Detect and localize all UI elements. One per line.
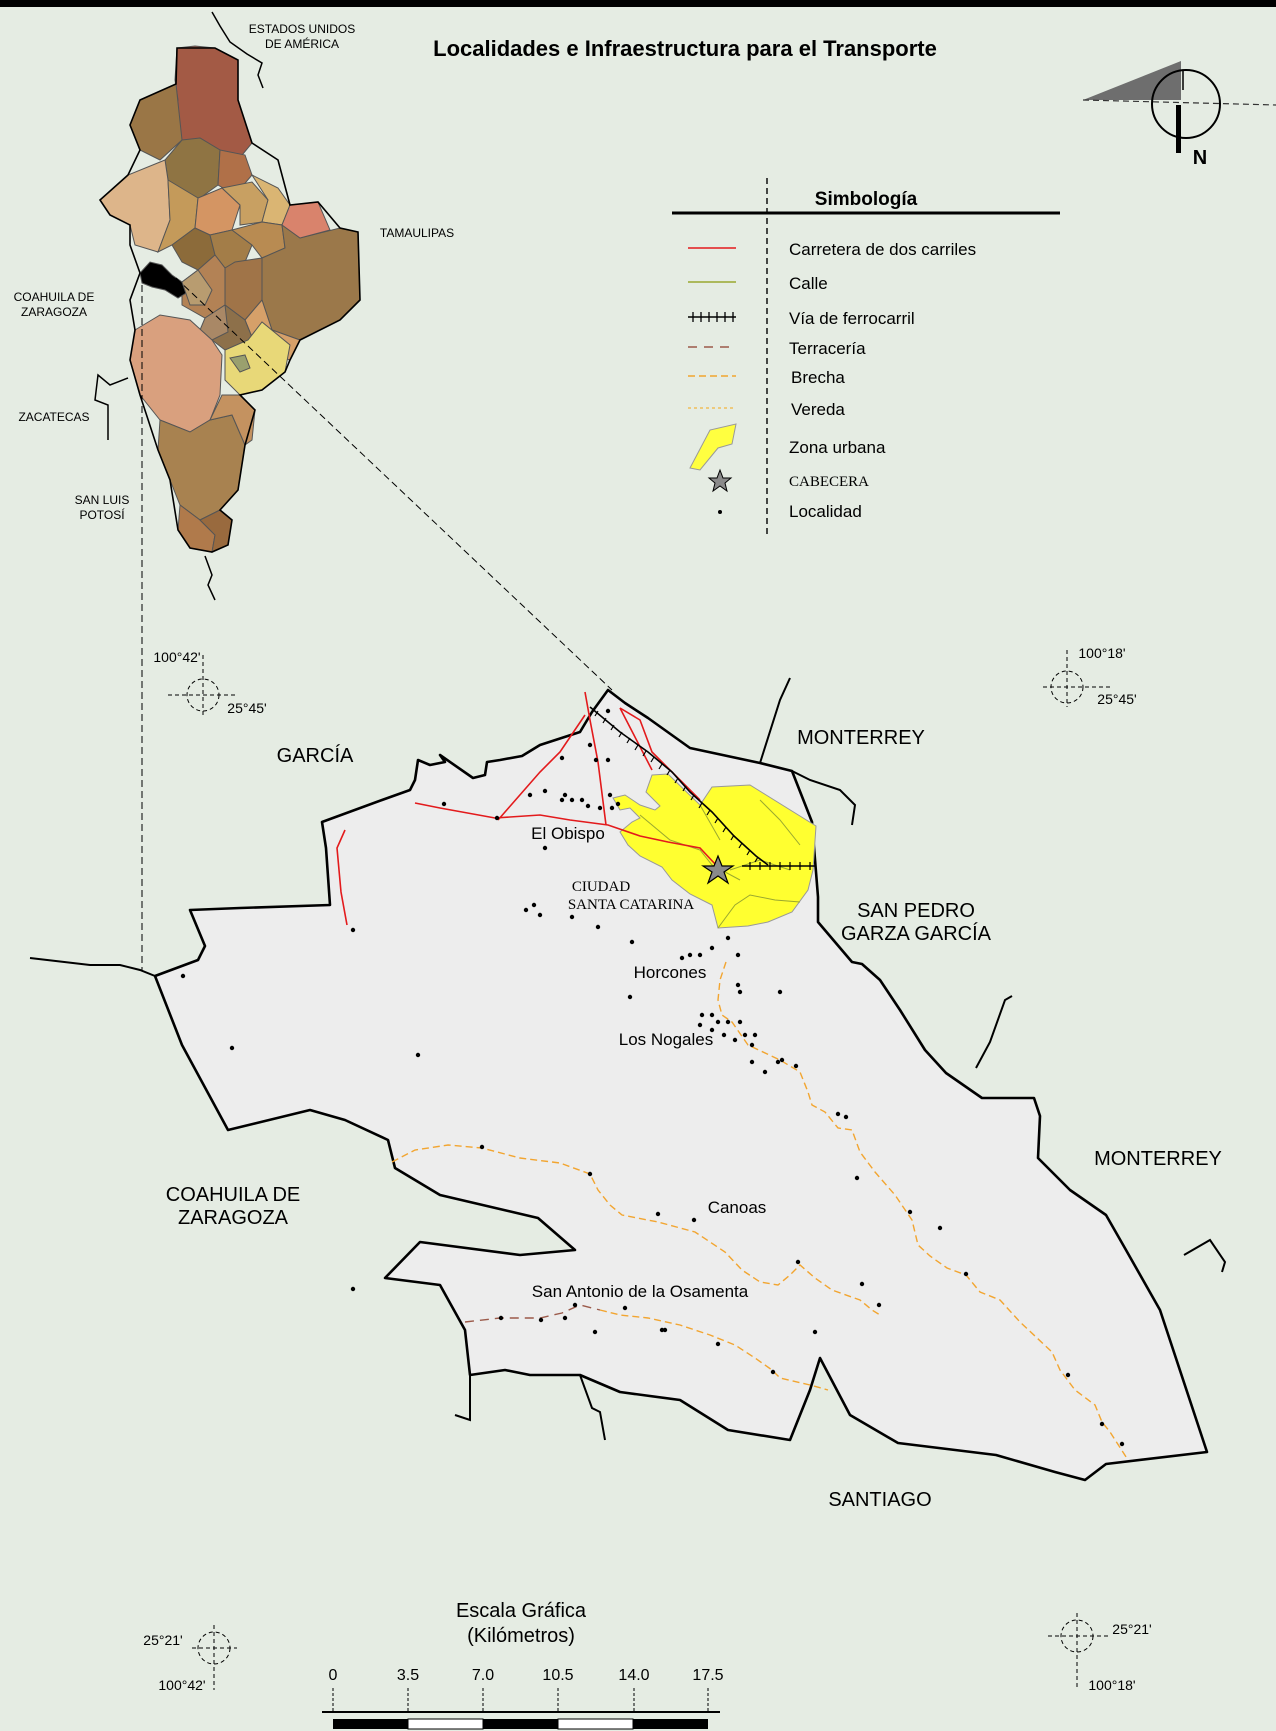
localities xyxy=(180,708,1125,1447)
coord-ne-lat: 25°45' xyxy=(1097,691,1136,707)
legend-label-5: Vereda xyxy=(791,400,845,419)
label-zacatecas: ZACATECAS xyxy=(18,410,89,424)
north-label: N xyxy=(1193,147,1207,169)
crosshair-icon xyxy=(1043,650,1110,707)
label-usa-2: DE AMÉRICA xyxy=(265,36,339,51)
label-coahuila-inset-1: COAHUILA DE xyxy=(14,290,95,304)
label-el-obispo: El Obispo xyxy=(531,824,605,843)
label-santiago: SANTIAGO xyxy=(828,1489,931,1511)
coordinate-marks xyxy=(168,650,1110,1690)
scale-tick-0: 0 xyxy=(329,1667,338,1684)
label-ciudad-2: SANTA CATARINA xyxy=(568,897,695,913)
legend-label-1: Calle xyxy=(789,274,828,293)
scale-tick-1: 3.5 xyxy=(397,1667,419,1684)
urban-zone-icon xyxy=(689,423,737,471)
label-ciudad-1: CIUDAD xyxy=(572,879,630,895)
cabecera-star-icon xyxy=(701,854,735,885)
dirt-road xyxy=(464,1304,601,1323)
coordinate-labels: 100°42' 25°45' 100°18' 25°45' 25°21' 100… xyxy=(143,645,1151,1693)
label-slp-1: SAN LUIS xyxy=(75,493,130,507)
label-coahuila-2: ZARAGOZA xyxy=(178,1207,289,1229)
label-san-antonio: San Antonio de la Osamenta xyxy=(532,1282,749,1301)
legend-heading: Simbología xyxy=(815,189,918,210)
neighbor-boundaries xyxy=(29,677,1227,1441)
railway-icon xyxy=(688,312,736,322)
scale-title: Escala Gráfica xyxy=(456,1600,587,1622)
state-inset-map xyxy=(94,11,361,601)
label-coahuila-inset-2: ZARAGOZA xyxy=(21,305,87,319)
railway xyxy=(589,706,815,870)
scale-tick-2: 7.0 xyxy=(472,1667,494,1684)
scale-units: (Kilómetros) xyxy=(467,1625,575,1647)
north-arrow-icon: N xyxy=(1082,61,1276,169)
coord-sw-lat: 25°21' xyxy=(143,1632,182,1648)
label-monterrey-east: MONTERREY xyxy=(1094,1148,1222,1170)
coord-nw-lon: 100°42' xyxy=(153,649,200,665)
dot-icon xyxy=(718,510,722,514)
map-title: Localidades e Infraestructura para el Tr… xyxy=(433,36,937,61)
legend-label-6: Zona urbana xyxy=(789,438,886,457)
urban-zone-area xyxy=(612,773,817,929)
map-labels: GARCÍA MONTERREY SAN PEDRO GARZA GARCÍA … xyxy=(166,727,1222,1511)
coord-se-lat: 25°21' xyxy=(1112,1621,1151,1637)
legend-label-4: Brecha xyxy=(791,368,845,387)
legend-label-3: Terracería xyxy=(789,339,866,358)
legend-label-0: Carretera de dos carriles xyxy=(789,240,976,259)
scale-bar: Escala Gráfica (Kilómetros) 0 3.5 7.0 10… xyxy=(322,1600,724,1730)
crosshair-icon xyxy=(1048,1613,1110,1690)
scale-tick-5: 17.5 xyxy=(692,1667,723,1684)
scale-tick-4: 14.0 xyxy=(618,1667,649,1684)
coord-ne-lon: 100°18' xyxy=(1078,645,1125,661)
label-los-nogales: Los Nogales xyxy=(619,1030,714,1049)
label-horcones: Horcones xyxy=(634,963,707,982)
crosshair-icon xyxy=(192,1625,237,1690)
coord-se-lon: 100°18' xyxy=(1088,1677,1135,1693)
municipality-map xyxy=(29,677,1227,1482)
scale-tick-3: 10.5 xyxy=(542,1667,573,1684)
label-tamaulipas: TAMAULIPAS xyxy=(380,226,454,240)
santa-catarina-highlight xyxy=(139,261,189,299)
crosshair-icon xyxy=(168,655,238,715)
legend-label-8: Localidad xyxy=(789,502,862,521)
legend: Simbología Carretera de dos carriles Cal… xyxy=(672,178,1060,535)
legend-label-2: Vía de ferrocarril xyxy=(789,309,915,328)
inset-leader-lines xyxy=(141,277,613,970)
trails xyxy=(391,961,1129,1461)
label-slp-2: POTOSÍ xyxy=(79,507,125,522)
label-coahuila-1: COAHUILA DE xyxy=(166,1184,300,1206)
top-border xyxy=(0,0,1276,7)
star-icon xyxy=(707,468,733,493)
label-usa-1: ESTADOS UNIDOS xyxy=(249,22,355,36)
legend-label-7: CABECERA xyxy=(789,474,869,490)
label-garcia: GARCÍA xyxy=(277,744,354,767)
label-san-pedro-1: SAN PEDRO xyxy=(857,900,975,922)
label-san-pedro-2: GARZA GARCÍA xyxy=(841,922,992,945)
inset-labels: ESTADOS UNIDOS DE AMÉRICA TAMAULIPAS COA… xyxy=(14,22,454,522)
coord-nw-lat: 25°45' xyxy=(227,700,266,716)
label-canoas: Canoas xyxy=(708,1198,767,1217)
coord-sw-lon: 100°42' xyxy=(158,1677,205,1693)
label-monterrey-north: MONTERREY xyxy=(797,727,925,749)
santa-catarina-municipality xyxy=(153,688,1209,1482)
